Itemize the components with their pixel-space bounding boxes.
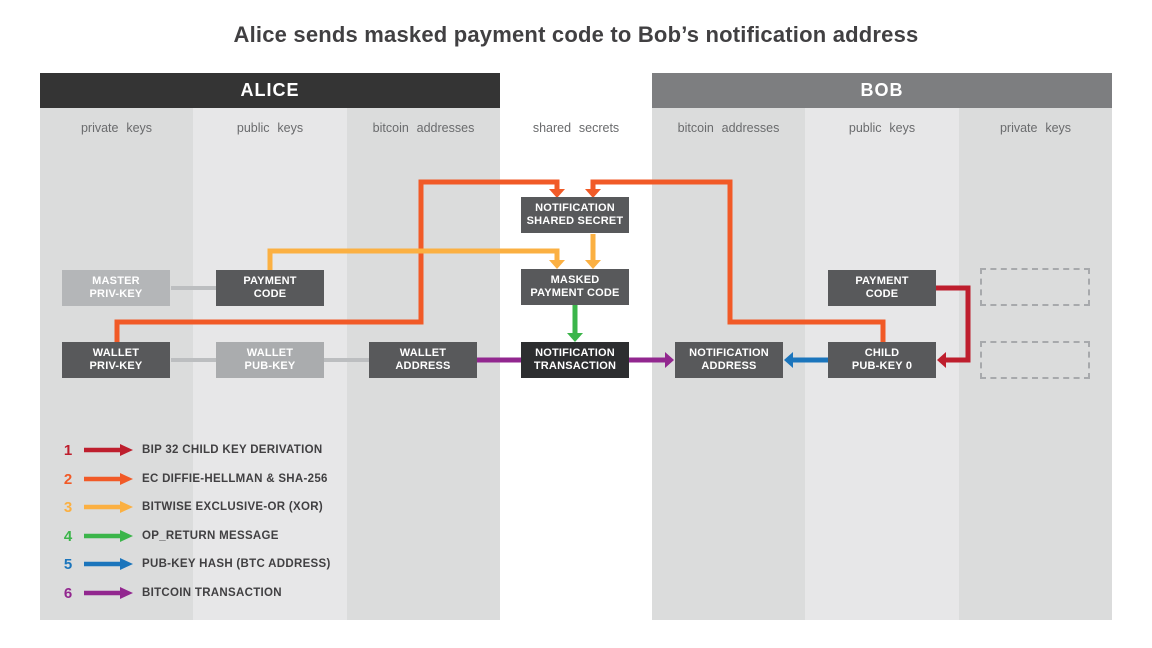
column-label: bitcoin addresses bbox=[372, 121, 475, 135]
box-label: ADDRESS bbox=[395, 360, 451, 372]
box-child-pub-key-0: CHILD PUB-KEY 0 bbox=[828, 342, 936, 378]
box-wallet-address: WALLET ADDRESS bbox=[369, 342, 477, 378]
arrowhead-op-return bbox=[567, 333, 583, 342]
box-label: MASKED bbox=[550, 274, 600, 286]
legend-label: PUB-KEY HASH (BTC ADDRESS) bbox=[142, 558, 331, 570]
column-label: bitcoin addresses bbox=[677, 121, 780, 135]
box-label: NOTIFICATION bbox=[535, 202, 615, 214]
legend-item-pubkey-hash: 5 PUB-KEY HASH (BTC ADDRESS) bbox=[58, 555, 331, 573]
column-label: private keys bbox=[80, 121, 153, 135]
legend-arrow-icon bbox=[84, 501, 133, 513]
box-payment-code-bob: PAYMENT CODE bbox=[828, 270, 936, 306]
bob-private-keys-column bbox=[959, 108, 1112, 620]
legend-arrow-icon bbox=[84, 444, 133, 456]
box-label: PRIV-KEY bbox=[89, 360, 143, 372]
box-label: WALLET bbox=[399, 347, 447, 359]
legend-label: EC DIFFIE-HELLMAN & SHA-256 bbox=[142, 473, 328, 485]
legend-arrow-icon bbox=[84, 558, 133, 570]
legend-label: OP_RETURN MESSAGE bbox=[142, 530, 279, 542]
box-label: NOTIFICATION bbox=[689, 347, 769, 359]
legend-label: BITCOIN TRANSACTION bbox=[142, 587, 282, 599]
legend-number: 1 bbox=[63, 441, 73, 459]
box-label: ADDRESS bbox=[701, 360, 757, 372]
legend-number: 4 bbox=[63, 527, 73, 545]
box-label: TRANSACTION bbox=[533, 360, 617, 372]
box-label: CHILD bbox=[864, 347, 900, 359]
column-label: private keys bbox=[999, 121, 1072, 135]
column-label-shared-secrets: shared secrets bbox=[532, 121, 620, 135]
column-label: public keys bbox=[236, 121, 304, 135]
box-label: CODE bbox=[253, 288, 287, 300]
arrowhead-xor-from-payment-code bbox=[549, 260, 565, 269]
box-label: PAYMENT bbox=[243, 275, 297, 287]
box-notification-transaction: NOTIFICATION TRANSACTION bbox=[521, 342, 629, 378]
legend-arrow-icon bbox=[84, 530, 133, 542]
dashed-placeholder-box bbox=[980, 341, 1090, 379]
box-notification-shared-secret: NOTIFICATION SHARED SECRET bbox=[521, 197, 629, 233]
box-wallet-priv-key: WALLET PRIV-KEY bbox=[62, 342, 170, 378]
box-label: PRIV-KEY bbox=[89, 288, 143, 300]
box-label: MASTER bbox=[92, 275, 140, 287]
box-label: PAYMENT CODE bbox=[530, 287, 620, 299]
box-label: SHARED SECRET bbox=[526, 215, 624, 227]
box-label: PUB-KEY 0 bbox=[851, 360, 913, 372]
legend-item-ecdh: 2 EC DIFFIE-HELLMAN & SHA-256 bbox=[58, 470, 328, 488]
box-masked-payment-code: MASKED PAYMENT CODE bbox=[521, 269, 629, 305]
legend-item-xor: 3 BITWISE EXCLUSIVE-OR (XOR) bbox=[58, 498, 323, 516]
legend-item-op-return: 4 OP_RETURN MESSAGE bbox=[58, 527, 279, 545]
legend-arrow-icon bbox=[84, 473, 133, 485]
box-payment-code-alice: PAYMENT CODE bbox=[216, 270, 324, 306]
legend-arrow-icon bbox=[84, 587, 133, 599]
box-label: NOTIFICATION bbox=[535, 347, 615, 359]
box-label: WALLET bbox=[246, 347, 294, 359]
legend-number: 6 bbox=[63, 584, 73, 602]
legend-label: BIP 32 CHILD KEY DERIVATION bbox=[142, 444, 323, 456]
box-label: WALLET bbox=[92, 347, 140, 359]
alice-panel-header: ALICE bbox=[40, 73, 500, 108]
box-notification-address: NOTIFICATION ADDRESS bbox=[675, 342, 783, 378]
box-wallet-pub-key: WALLET PUB-KEY bbox=[216, 342, 324, 378]
column-label: public keys bbox=[848, 121, 916, 135]
legend-item-btc-transaction: 6 BITCOIN TRANSACTION bbox=[58, 584, 282, 602]
legend-number: 2 bbox=[63, 470, 73, 488]
box-label: PUB-KEY bbox=[244, 360, 296, 372]
legend-number: 3 bbox=[63, 498, 73, 516]
legend-label: BITWISE EXCLUSIVE-OR (XOR) bbox=[142, 501, 323, 513]
dashed-placeholder-box bbox=[980, 268, 1090, 306]
diagram-title: Alice sends masked payment code to Bob’s… bbox=[233, 22, 919, 47]
arrowhead-xor-from-shared-secret bbox=[585, 260, 601, 269]
legend-item-bip32: 1 BIP 32 CHILD KEY DERIVATION bbox=[58, 441, 322, 459]
box-label: CODE bbox=[865, 288, 899, 300]
box-master-priv-key: MASTER PRIV-KEY bbox=[62, 270, 170, 306]
bob-panel-header: BOB bbox=[652, 73, 1112, 108]
legend-number: 5 bbox=[63, 555, 73, 573]
box-label: PAYMENT bbox=[855, 275, 909, 287]
